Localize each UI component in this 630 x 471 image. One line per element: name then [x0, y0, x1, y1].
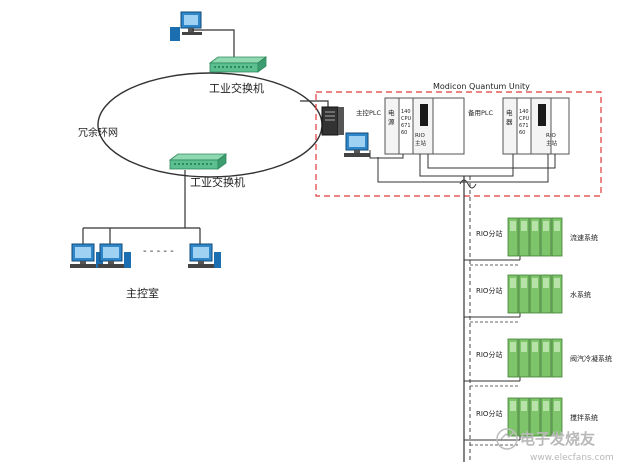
rio-module [507, 338, 519, 378]
rio-module [551, 397, 563, 437]
backup-plc-rack [502, 97, 570, 155]
rio-module-window [532, 278, 538, 288]
top-switch-label: 工业交换机 [209, 81, 264, 95]
rio-module [529, 338, 541, 378]
main-power-module [384, 97, 400, 155]
top-computer-icon [170, 11, 202, 41]
rio-module-window [554, 221, 560, 231]
rio-station-label: RIO分站 [476, 409, 502, 418]
main-cpu-text-1: 140 [401, 109, 411, 115]
rio-module-window [510, 342, 516, 352]
rio-module-window [543, 221, 549, 231]
backup-cpu-text-1: 140 [519, 109, 529, 115]
backup-rio-indicator [538, 104, 546, 126]
rio-module-window [554, 278, 560, 288]
rio-module [507, 397, 519, 437]
ring-label: 冗余环网 [78, 126, 118, 139]
rio-module-window [543, 342, 549, 352]
main-power-text-2: 源 [388, 117, 395, 126]
main-rio-indicator [420, 104, 428, 126]
rio-station-1: RIO分站 流速系统 [464, 217, 598, 266]
backup-rio-text-1: RIO [546, 133, 556, 139]
backup-power-module [502, 97, 518, 155]
rio-module-window [554, 342, 560, 352]
rio-module [507, 274, 519, 314]
rio-module-window [554, 401, 560, 411]
rio-module-window [521, 221, 527, 231]
rio-system-label: 搅拌系统 [570, 413, 598, 422]
watermark-text: 电子发烧友 [520, 430, 595, 448]
main-plc-rack [384, 97, 465, 155]
main-cpu-text-2: CPU [401, 116, 412, 122]
backup-power-text-1: 电 [506, 108, 513, 117]
rio-module [551, 217, 563, 257]
rio-module-window [543, 278, 549, 288]
rio-station-2: RIO分站 水系统 [464, 274, 591, 323]
bottom-switch-label: 工业交换机 [190, 175, 245, 189]
engineering-pc-icon [344, 132, 370, 157]
main-plc-label: 主控PLC [356, 108, 382, 117]
rio-module [540, 397, 552, 437]
main-cpu-text-4: 60 [401, 130, 407, 136]
rio-system-label: 流速系统 [570, 233, 598, 242]
backup-plc-label: 备用PLC [468, 108, 494, 117]
rio-module [518, 217, 530, 257]
rio-station-4: RIO分站 搅拌系统 [464, 397, 598, 446]
main-power-text-1: 电 [388, 108, 395, 117]
rio-station-label: RIO分站 [476, 229, 502, 238]
control-pc-3-icon [188, 243, 221, 268]
backup-cpu-text-4: 60 [519, 130, 525, 136]
backup-cpu-text-3: 671 [519, 123, 529, 129]
backup-cpu-text-2: CPU [519, 116, 530, 122]
rio-module-window [510, 221, 516, 231]
rio-module [518, 397, 530, 437]
rio-module [529, 274, 541, 314]
backup-rio-text-2: 主站 [546, 139, 558, 147]
watermark-logo [496, 428, 518, 450]
rio-module [529, 217, 541, 257]
plc-wiring [369, 150, 556, 183]
rio-station-label: RIO分站 [476, 286, 502, 295]
rio-module [518, 338, 530, 378]
rio-system-label: 水系统 [570, 290, 591, 299]
control-pc-2-icon [98, 243, 131, 268]
rio-module [540, 338, 552, 378]
rio-module-window [543, 401, 549, 411]
rio-module [540, 274, 552, 314]
rio-module-window [532, 401, 538, 411]
server-icon [321, 106, 344, 136]
modicon-dashed-box [315, 91, 602, 197]
rio-module [529, 397, 541, 437]
rio-module [551, 338, 563, 378]
rio-module-window [521, 401, 527, 411]
rio-module-window [521, 342, 527, 352]
top-switch-icon [208, 56, 268, 73]
rio-module-window [510, 401, 516, 411]
main-rio-text-1: RIO [415, 133, 425, 139]
rio-module-window [532, 342, 538, 352]
rio-station-label: RIO分站 [476, 350, 502, 359]
main-cpu-text-3: 671 [401, 123, 411, 129]
rio-station-3: RIO分站 阀汽冷凝系统 [464, 338, 612, 387]
rio-module [551, 274, 563, 314]
rio-module [540, 217, 552, 257]
modicon-title: Modicon Quantum Unity [433, 82, 530, 91]
rio-module-window [532, 221, 538, 231]
rio-module [507, 217, 519, 257]
rio-module-window [510, 278, 516, 288]
control-pc-ellipsis: - - - - - [143, 246, 174, 257]
rio-module [518, 274, 530, 314]
rio-module-window [521, 278, 527, 288]
ring-to-plc-link [300, 100, 329, 108]
watermark-url: www.elecfans.com [530, 453, 614, 463]
rio-system-label: 阀汽冷凝系统 [570, 354, 612, 363]
main-rio-text-2: 主站 [415, 139, 427, 147]
bottom-switch-icon [168, 153, 228, 170]
backup-power-text-2: 器 [506, 118, 513, 126]
control-room-label: 主控室 [126, 286, 159, 300]
top-computer-link [192, 29, 235, 58]
rio-stations-group: RIO分站流速系统RIO分站水系统RIO分站阀汽冷凝系统RIO分站搅拌系统 [464, 217, 612, 446]
